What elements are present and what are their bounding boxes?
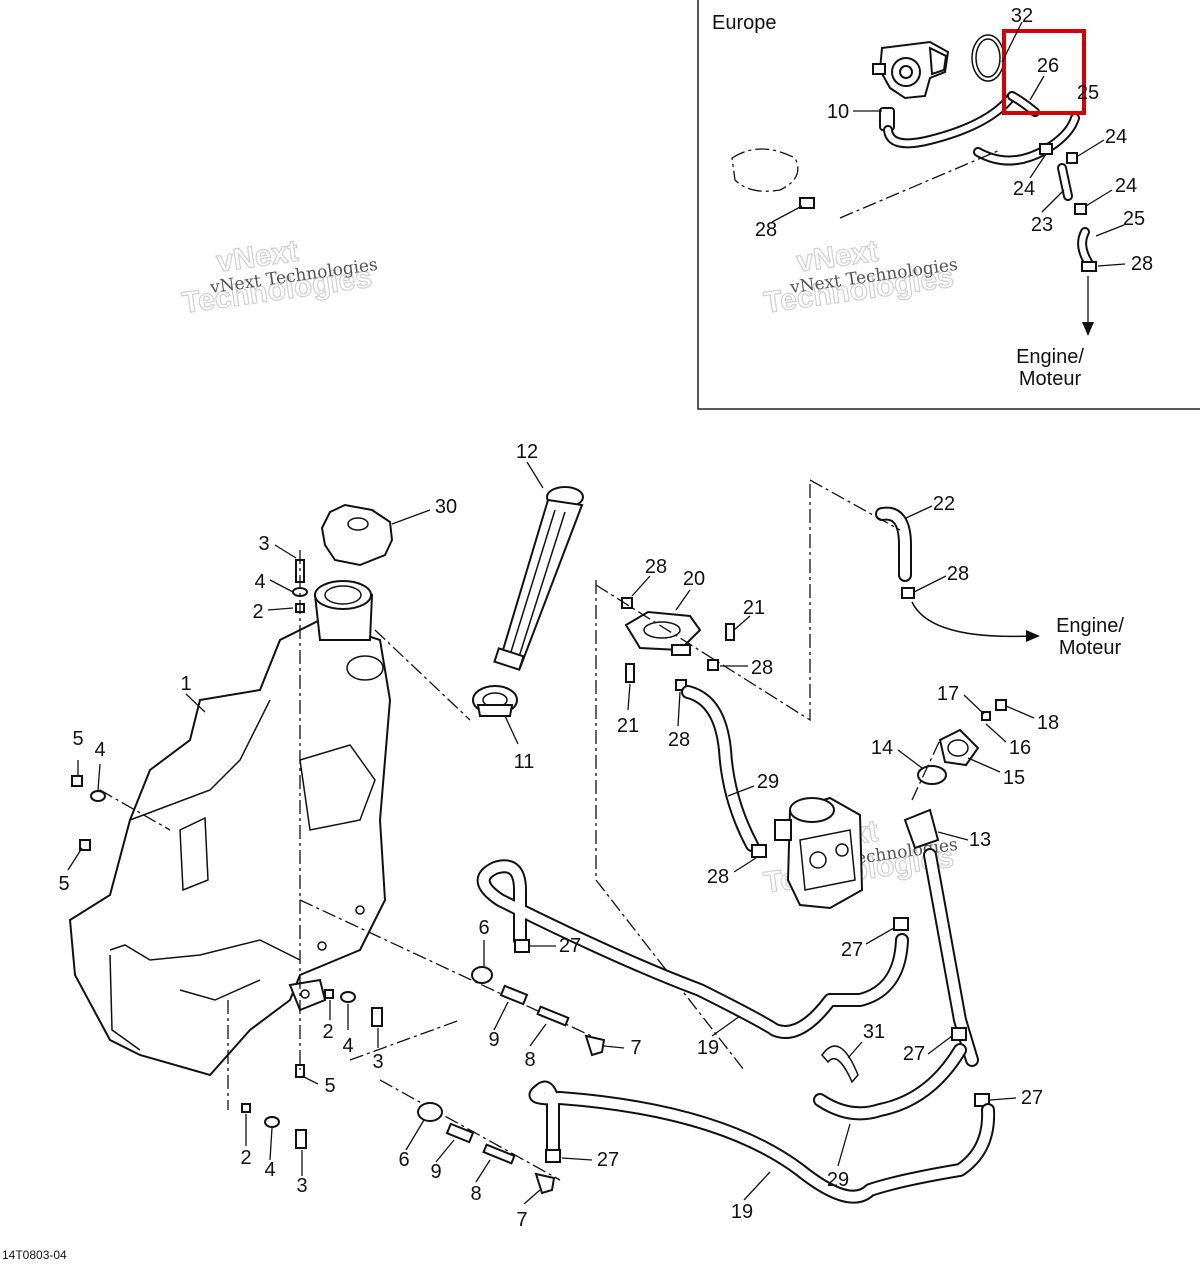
fuel-gauge-drawing [493,486,584,671]
callout-8a: 8 [524,1049,535,1071]
callout-28e: 28 [707,866,729,888]
callout-21a: 21 [743,597,765,619]
fuel-pump-drawing [872,40,950,100]
filler-neck-opening [314,580,372,610]
callout-8b: 8 [470,1183,481,1205]
callout-9a: 9 [488,1029,499,1051]
callout-inset-24b: 24 [1013,178,1035,200]
callout-inset-24c: 24 [1115,175,1137,197]
callout-4b: 4 [94,739,105,761]
pump-plate-drawing [621,597,735,691]
callout-inset-10: 10 [827,101,849,123]
callout-2c: 2 [240,1147,251,1169]
europe-inset: Europe [697,0,1200,410]
callout-7a: 7 [630,1037,641,1059]
callout-4c: 4 [342,1035,353,1057]
callout-16: 16 [1009,737,1031,759]
callout-20: 20 [683,568,705,590]
callout-27e: 27 [597,1149,619,1171]
callout-30: 30 [435,496,457,518]
callout-27b: 27 [841,939,863,961]
callout-28a: 28 [645,556,667,578]
callout-6b: 6 [398,1149,409,1171]
callout-9b: 9 [430,1161,441,1183]
callout-inset-24a: 24 [1105,126,1127,148]
callout-29b: 29 [827,1169,849,1191]
callout-28c: 28 [668,729,690,751]
callout-inset-25b: 25 [1123,208,1145,230]
callout-21b: 21 [617,715,639,737]
callout-19b: 19 [731,1201,753,1223]
callout-inset-28b: 28 [755,219,777,241]
callout-12: 12 [516,441,538,463]
callout-31: 31 [863,1021,885,1043]
callout-6a: 6 [478,917,489,939]
callout-5c: 5 [324,1075,335,1097]
callout-28d: 28 [947,563,969,585]
inset-ring-clamp [971,34,1005,82]
inset-engine-label-2: Moteur [1019,368,1082,390]
callout-27a: 27 [559,935,581,957]
callout-3c: 3 [296,1175,307,1197]
callout-2a: 2 [252,601,263,623]
callout-29a: 29 [757,771,779,793]
inset-engine-label-1: Engine/ [1016,346,1084,368]
callout-19a: 19 [697,1037,719,1059]
callout-7b: 7 [516,1209,527,1231]
callout-15: 15 [1003,767,1025,789]
callout-27d: 27 [1021,1087,1043,1109]
callout-inset-26: 26 [1037,55,1059,77]
callout-11: 11 [514,751,535,773]
highlight-box [1002,29,1086,115]
callout-2b: 2 [322,1021,333,1043]
callout-5b: 5 [58,873,69,895]
callout-3b: 3 [372,1051,383,1073]
callout-17: 17 [937,683,959,705]
watermark-word-1: vNext [215,235,301,279]
callout-inset-28a: 28 [1131,253,1153,275]
callout-13: 13 [969,829,991,851]
callout-inset-25a: 25 [1077,82,1099,104]
fuel-tank-drawing [68,618,392,1077]
diagram-code: 14T0803-04 [2,1248,67,1262]
callout-4d: 4 [264,1159,275,1181]
callout-22: 22 [933,493,955,515]
callout-inset-23: 23 [1031,214,1053,236]
callout-1: 1 [180,673,191,695]
callout-5a: 5 [72,728,83,750]
main-engine-label-2: Moteur [1059,637,1122,659]
inset-region-label: Europe [712,12,777,34]
main-drawing: Engine/ Moteur [58,441,1124,1231]
callout-28b: 28 [751,657,773,679]
callout-27c: 27 [903,1043,925,1065]
main-engine-label-1: Engine/ [1056,615,1124,637]
callout-3a: 3 [258,533,269,555]
carburetor-drawing [774,796,864,910]
callout-14: 14 [871,737,893,759]
callout-4a: 4 [254,571,265,593]
callout-18: 18 [1037,712,1059,734]
tank-cap-drawing [320,503,394,567]
callout-inset-32: 32 [1011,5,1033,27]
